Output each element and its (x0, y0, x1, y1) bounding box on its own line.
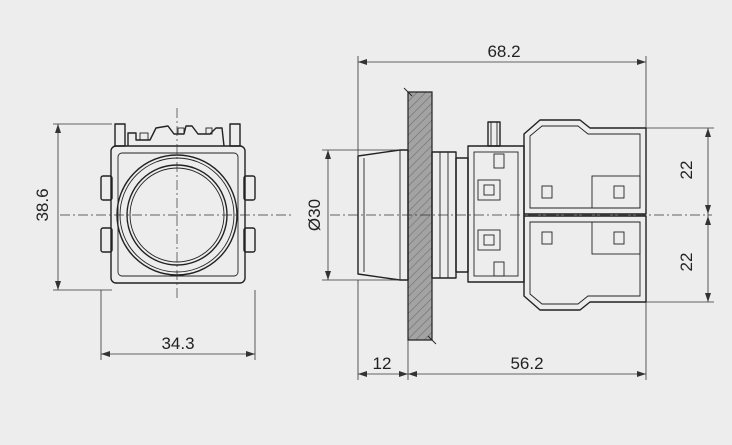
front-housing (110, 145, 246, 284)
front-width-label: 34.3 (161, 334, 194, 353)
upper-block-label: 22 (677, 161, 696, 180)
front-height-dimension: 38.6 (33, 123, 112, 291)
body-length-label: 56.2 (510, 354, 543, 373)
diameter-label: Ø30 (305, 199, 324, 231)
front-side-lugs (100, 175, 256, 253)
mounting-panel (407, 91, 433, 341)
side-button-head (357, 149, 409, 281)
side-view: 68.2 Ø30 22 22 (305, 42, 714, 380)
contact-block-lower (523, 215, 647, 311)
side-adapter (467, 121, 525, 283)
contact-block-upper (523, 119, 647, 215)
front-view: 38.6 34.3 (33, 108, 292, 360)
panel-offset-label: 12 (373, 354, 392, 373)
front-width-dimension: 34.3 (100, 290, 256, 360)
overall-length-dimension: 68.2 (357, 42, 647, 156)
lower-block-label: 22 (677, 253, 696, 272)
overall-length-label: 68.2 (487, 42, 520, 61)
diameter-dimension: Ø30 (305, 149, 400, 281)
front-height-label: 38.6 (33, 188, 52, 221)
front-top-clips (114, 123, 241, 147)
bottom-dimensions: 12 56.2 (357, 280, 647, 380)
block-height-dimensions: 22 22 (646, 127, 714, 303)
